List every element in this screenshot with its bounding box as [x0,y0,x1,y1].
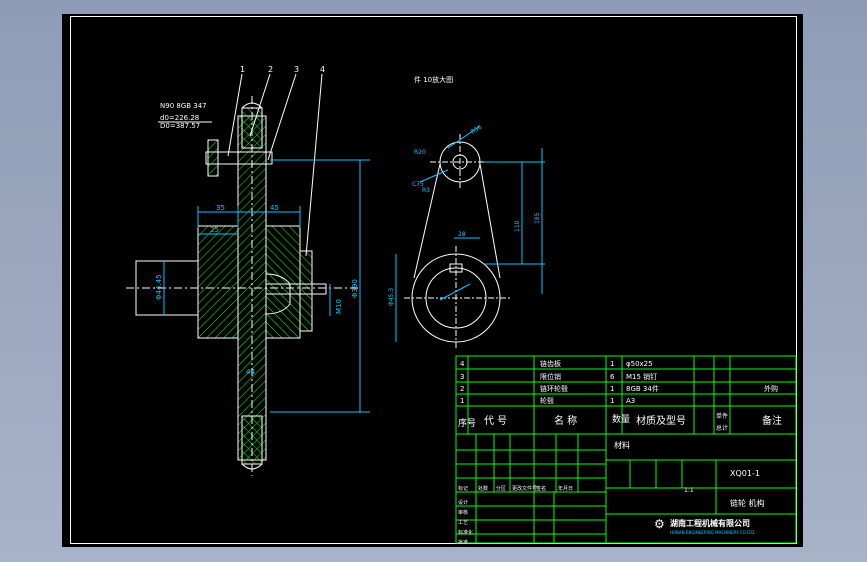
section-dimensions [163,159,370,413]
dim-110: 110 [514,220,521,232]
bom-row-no: 3 [460,373,464,381]
pitch-note-2: d0=226.28 [160,114,199,122]
column-header-remark: 备注 [762,414,782,427]
sign-label: 标记 [458,485,468,492]
part-number-1: 1 [240,65,245,74]
bom-row-qty: 1 [610,385,614,393]
bom-row-material: 8GB 34件 [626,384,659,393]
sign-label: 签名 [536,485,546,492]
sheet-border [70,16,797,544]
bom-row-name: 限位销 [540,372,561,381]
dim-hub-dia: Φ44.45 [155,274,163,300]
column-header-weight: 单件 [716,412,728,420]
column-header-name: 名 称 [554,414,577,427]
column-header-total: 总计 [716,424,728,432]
material-label: 材料 [614,440,630,450]
drawing-number: XQ01-1 [730,469,760,478]
company-logo: ⚙ [654,517,665,531]
drawing-title: 链轮 机构 [730,498,765,508]
part-number-4: 4 [320,65,325,74]
pin [265,283,327,295]
dim-25: 25 [210,226,219,234]
dim-35: 35 [216,204,225,212]
bom-row-name: 轮毂 [540,396,554,405]
bom-row-no: 2 [460,385,464,393]
role-label: 批准 [458,539,468,544]
part-number-labels: 1 2 3 4 [240,65,325,74]
bom-row-remark: 外购 [764,384,778,393]
company-name: 湖南工程机械有限公司 [670,518,750,528]
hub-left [197,225,239,339]
bom-row-qty: 1 [610,397,614,405]
scale-value: 1:1 [684,487,694,494]
dim-44: 44 [246,368,255,376]
bom-row-no: 1 [460,397,464,405]
part-leaders [227,73,323,257]
sign-label: 处数 [478,485,488,492]
link-view [404,134,510,350]
dim-r56: R56 [470,124,484,136]
column-header-no: 序号 [458,417,476,429]
dim-outer-dia: Φ390 [351,279,359,298]
top-bolt [205,151,273,165]
bom-row-qty: 1 [610,360,614,368]
bom-row-no: 4 [460,360,465,368]
sign-label: 分区 [496,485,506,492]
bom-row-material: φ50x25 [626,360,653,368]
bom-row-qty: 6 [610,373,615,381]
side-plate [299,250,313,332]
dim-small-dia: Φ45.3 [388,288,395,306]
column-header-material: 材质及型号 [636,414,686,427]
column-header-qty: 数量 [612,413,630,425]
bom-row-material: A3 [626,397,635,405]
bom-row-name: 链齿板 [540,359,561,368]
dim-r20: R20 [414,149,426,156]
title-block-text: 4 链齿板 1 φ50x25 3 限位销 6 M15 销钉 2 链环轮毂 1 8GB 34件 外购 1 轮毂… [458,359,778,544]
hub-right [265,225,301,339]
bom-row-material: M15 销钉 [626,372,657,381]
role-label: 工艺 [458,520,468,526]
section-view [126,96,360,476]
sign-label: 年月日 [558,485,573,492]
company-sub: HUNAN ENGINEERING MACHINERY CO.LTD. [670,530,755,535]
side-view-title: 件 10放大图 [414,75,453,84]
part-number-3: 3 [294,65,299,74]
title-block [455,355,797,544]
dim-45: 45 [270,204,279,212]
role-label: 标准化 [458,529,473,536]
dim-bolt: M10 [335,299,343,314]
pitch-note-3: D0=387.57 [160,122,200,130]
role-label: 设计 [458,499,468,506]
link-dimensions [395,125,545,342]
bom-row-name: 链环轮毂 [540,384,568,393]
sign-label: 更改文件号 [512,485,537,492]
cad-viewport[interactable] [62,14,803,547]
pitch-note-1: N90 8GB 347 [160,102,207,110]
role-label: 审核 [458,509,468,516]
column-header-code: 代 号 [484,415,507,427]
dim-r3: R3 [422,187,430,194]
part-number-2: 2 [268,65,273,74]
dim-c75: C75 [412,181,424,188]
dim-185: 185 [534,212,541,224]
dim-28: 28 [458,231,466,238]
